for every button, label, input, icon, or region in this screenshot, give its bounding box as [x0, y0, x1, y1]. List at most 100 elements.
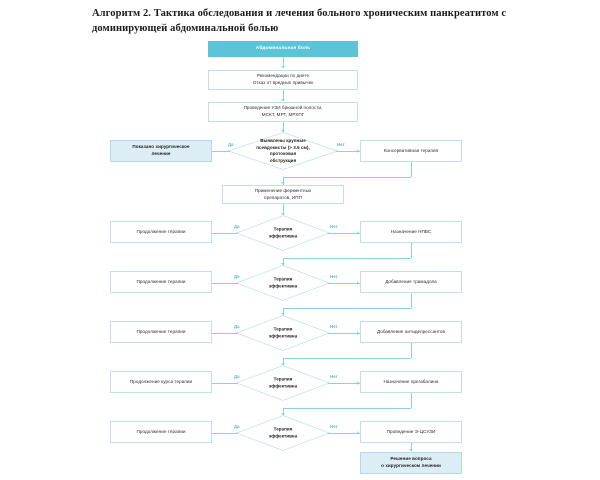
connector-row2-no: [328, 282, 360, 284]
connector-diet-to-imaging: [282, 90, 284, 101]
connector-row2-loop-into-row3: [282, 307, 284, 316]
arrowhead-row2: [280, 263, 285, 265]
node-continue-therapy-3: Продолжение терапии: [110, 321, 212, 343]
connector-decision-yes: [212, 150, 230, 152]
node-diet-recommendations: Рекомендации по диете Отказ от вредных п…: [208, 70, 358, 90]
node-enzyme-therapy: Применение ферментных препаратов, ИПП: [222, 185, 344, 204]
node-endoscopic-ultrasound: Проведение Э-ЦСУЗИ: [360, 421, 462, 443]
node-abdominal-pain-label: Абдоминальная боль: [255, 46, 311, 52]
node-continue-course-4-label: Продолжение курса терапии: [129, 378, 193, 384]
node-tramadol: Добавление трамадола: [360, 271, 462, 293]
node-tramadol-label: Добавление трамадола: [385, 278, 437, 284]
arrowhead-row4: [280, 363, 285, 365]
decision-pseudocysts-label: Выявлены крупные псевдокисты (> 3.5 см),…: [228, 138, 338, 164]
node-continue-therapy-2: Продолжение терапии: [110, 271, 212, 293]
connector-conservative-left: [282, 176, 411, 178]
arrowhead-imaging: [280, 99, 285, 101]
node-surgery-indicated: Показано хирургическое лечение: [110, 140, 212, 162]
arrowhead-conservative: [357, 148, 359, 153]
connector-row1-loop-left: [282, 257, 411, 259]
connector-start-to-diet: [282, 57, 284, 68]
edge-label-yes-4: Да: [234, 374, 240, 379]
node-enzyme-therapy-label: Применение ферментных препаратов, ИПП: [254, 187, 312, 200]
node-continue-course-4: Продолжение курса терапии: [110, 371, 212, 393]
edge-label-yes-5: Да: [234, 424, 240, 429]
node-surgical-decision-label: Решение вопроса о хирургическом лечении: [381, 456, 441, 468]
edge-label-yes-2: Да: [234, 274, 240, 279]
node-endoscopic-ultrasound-label: Проведение Э-ЦСУЗИ: [386, 428, 436, 434]
decision-line-3: протоковая: [269, 151, 297, 156]
node-antidepressants: Добавление антидепрессантов: [360, 321, 462, 343]
decision-line-2: псевдокисты (> 3.5 см),: [256, 144, 310, 150]
decision-therapy-effective-4: Терапия эффективна: [236, 365, 330, 401]
edge-label-no-1: Нет: [330, 224, 338, 229]
connector-row5-yes: [212, 432, 238, 434]
connector-to-enzymes: [282, 176, 284, 185]
connector-enzymes-to-row1: [282, 204, 284, 215]
connector-row2-loop-left: [282, 307, 411, 309]
decision-line-1: Терапия: [273, 376, 293, 382]
page-title: Алгоритм 2. Тактика обследования и лечен…: [92, 8, 507, 35]
decision-therapy-effective-2: Терапия эффективна: [236, 265, 330, 301]
decision-pseudocysts: Выявлены крупные псевдокисты (> 3.5 см),…: [228, 132, 338, 170]
decision-line-1: Выявлены крупные: [260, 137, 306, 143]
connector-row3-loop-down: [410, 343, 412, 358]
decision-therapy-effective-5: Терапия эффективна: [236, 415, 330, 451]
edge-label-no-2: Нет: [330, 274, 338, 279]
connector-row4-yes: [212, 382, 238, 384]
edge-label-no-main: Нет: [337, 142, 345, 147]
decision-line-2: эффективна: [268, 433, 298, 438]
node-nsaid: Назначение НПВС: [360, 221, 462, 243]
connector-row1-loop-down: [410, 243, 412, 258]
arrowhead-row1-no: [357, 230, 359, 235]
connector-to-final: [410, 443, 412, 451]
connector-row5-no: [328, 432, 360, 434]
connector-row3-loop-left: [282, 357, 411, 359]
arrowhead-final: [408, 449, 413, 451]
diamond-shape-icon: [236, 415, 330, 451]
connector-row4-no: [328, 382, 360, 384]
node-antidepressants-label: Добавление антидепрессантов: [377, 328, 445, 334]
node-imaging-label: Проведение УЗИ брюшной полости, МСКТ, МР…: [243, 105, 323, 117]
node-surgical-decision: Решение вопроса о хирургическом лечении: [360, 452, 462, 474]
connector-row4-loop-down: [410, 393, 412, 408]
decision-line-1: Терапия: [273, 226, 293, 232]
decision-line-2: эффективна: [268, 283, 298, 288]
decision-therapy-effective-4-label: Терапия эффективна: [236, 376, 330, 389]
decision-line-1: Терапия: [273, 426, 293, 432]
arrowhead-row5-no: [357, 430, 359, 435]
arrowhead-row5: [280, 413, 285, 415]
connector-row4-loop-into-row5: [282, 407, 284, 416]
decision-therapy-effective-3: Терапия эффективна: [236, 315, 330, 351]
arrowhead-main-decision: [280, 130, 285, 132]
node-continue-therapy-5-label: Продолжение терапии: [136, 428, 186, 434]
node-continue-therapy-2-label: Продолжение терапии: [136, 278, 186, 284]
connector-row4-loop-left: [282, 407, 411, 409]
diamond-shape-icon: [228, 132, 338, 170]
edge-label-no-4: Нет: [330, 374, 338, 379]
decision-therapy-effective-5-label: Терапия эффективна: [236, 426, 330, 439]
decision-therapy-effective-3-label: Терапия эффективна: [236, 326, 330, 339]
decision-line-2: эффективна: [268, 383, 298, 388]
decision-therapy-effective-1-label: Терапия эффективна: [236, 226, 330, 239]
connector-row1-no: [328, 232, 360, 234]
decision-line-1: Терапия: [273, 326, 293, 332]
connector-row3-yes: [212, 332, 238, 334]
arrowhead-row3-no: [357, 330, 359, 335]
decision-line-1: Терапия: [273, 276, 293, 282]
edge-label-no-5: Нет: [330, 424, 338, 429]
node-continue-therapy-1: Продолжение терапии: [110, 221, 212, 243]
diamond-shape-icon: [236, 215, 330, 251]
arrowhead-row4-no: [357, 380, 359, 385]
node-surgery-indicated-label: Показано хирургическое лечение: [132, 144, 190, 156]
connector-row3-loop-into-row4: [282, 357, 284, 366]
decision-therapy-effective-1: Терапия эффективна: [236, 215, 330, 251]
connector-row2-loop-down: [410, 293, 412, 308]
diamond-shape-icon: [236, 315, 330, 351]
arrowhead-row1: [280, 213, 285, 215]
node-diet-recommendations-label: Рекомендации по диете Отказ от вредных п…: [252, 73, 314, 85]
connector-row1-yes: [212, 232, 238, 234]
connector-row2-yes: [212, 282, 238, 284]
node-imaging: Проведение УЗИ брюшной полости, МСКТ, МР…: [208, 102, 358, 122]
